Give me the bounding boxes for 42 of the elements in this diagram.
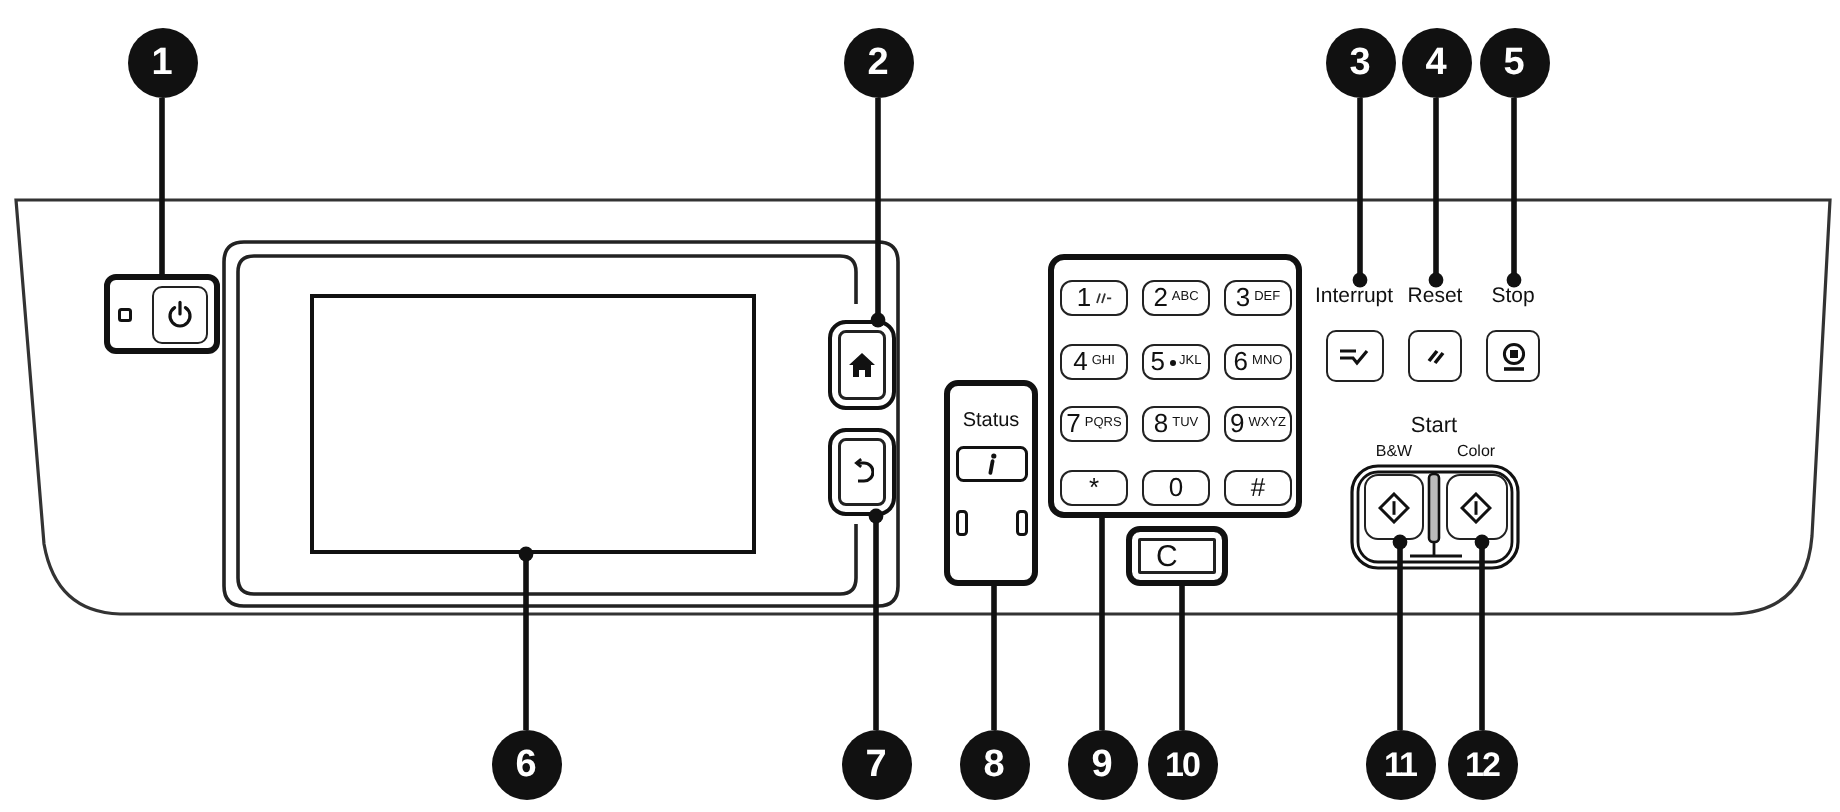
leader-line	[1179, 586, 1185, 730]
keypad-key: *	[1060, 470, 1128, 506]
button-label: Color	[1456, 442, 1496, 462]
callout-number: 11	[1365, 730, 1435, 800]
callout-number: 8	[959, 730, 1029, 800]
leader-line	[159, 98, 165, 274]
leader-line	[1392, 534, 1408, 730]
leader-line	[991, 586, 997, 730]
leader-line	[868, 508, 884, 730]
leader-line	[1428, 98, 1444, 288]
callout-number: 7	[841, 730, 911, 800]
button-label: Start	[1410, 414, 1458, 440]
callout-number: 3	[1325, 28, 1395, 98]
back-button	[828, 428, 896, 516]
numeric-keypad	[1048, 254, 1302, 518]
button-label: Interrupt	[1314, 284, 1394, 310]
callout-number: 10	[1147, 730, 1217, 800]
button-label: B&W	[1375, 442, 1413, 462]
power-button-frame	[104, 274, 220, 354]
callout-number: 4	[1401, 28, 1471, 98]
clear-key: C	[1126, 526, 1228, 586]
callout-number: 6	[491, 730, 561, 800]
keypad-key: 1	[1060, 280, 1128, 316]
status-panel	[944, 380, 1038, 586]
callout-number: 2	[843, 28, 913, 98]
leader-line	[518, 546, 534, 730]
leader-line	[1506, 98, 1522, 288]
callout-number: 5	[1479, 28, 1549, 98]
leader-line	[870, 98, 886, 328]
button-label: Stop	[1491, 284, 1535, 310]
leader-line	[1099, 518, 1105, 730]
home-button	[828, 320, 896, 410]
callout-number: 1	[127, 28, 197, 98]
panel-label: Status	[962, 410, 1020, 434]
button-label: Reset	[1407, 284, 1463, 310]
keypad-key: 0	[1142, 470, 1210, 506]
leader-line	[1352, 98, 1368, 288]
keypad-key: #	[1224, 470, 1292, 506]
callout-number: 12	[1447, 730, 1517, 800]
display-screen	[310, 294, 756, 554]
callout-number: 9	[1067, 730, 1137, 800]
leader-line	[1474, 534, 1490, 730]
